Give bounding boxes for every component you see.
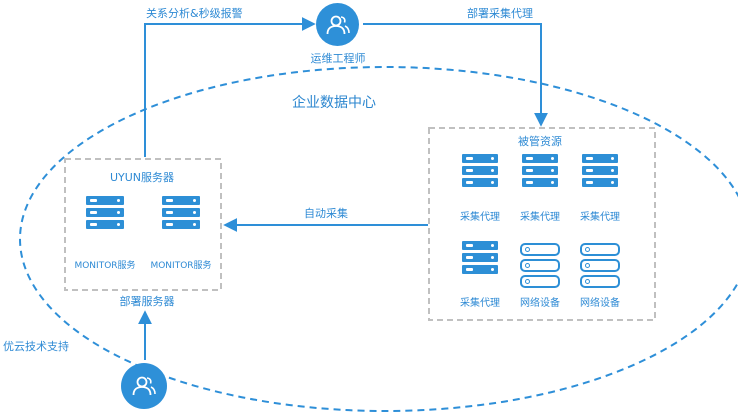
auto-collect-label: 自动采集 bbox=[304, 207, 348, 220]
uyun-server-box bbox=[64, 158, 222, 291]
monitor-service-label-1: MONITOR服务 bbox=[74, 261, 136, 271]
server-icon bbox=[462, 241, 498, 274]
network-device-icon bbox=[520, 243, 560, 288]
enterprise-dc-label: 企业数据中心 bbox=[292, 95, 376, 111]
network-device-icon bbox=[580, 243, 620, 288]
server-icon bbox=[582, 154, 618, 187]
deploy-agent-label: 部署采集代理 bbox=[467, 7, 533, 20]
analysis-alert-label: 关系分析&秒级报警 bbox=[146, 7, 243, 20]
users-icon bbox=[132, 376, 156, 396]
managed-resources-box bbox=[428, 127, 656, 321]
users-icon bbox=[326, 15, 350, 34]
uyun-server-title: UYUN服务器 bbox=[109, 171, 175, 184]
resource-label-6: 网络设备 bbox=[580, 298, 620, 309]
support-label: 优云技术支持 bbox=[3, 340, 69, 353]
monitor-service-label-2: MONITOR服务 bbox=[150, 261, 212, 271]
managed-resources-title: 被管资源 bbox=[518, 135, 562, 148]
deploy-agent-arrow bbox=[363, 23, 548, 127]
resource-label-1: 采集代理 bbox=[460, 212, 500, 223]
deploy-server-label: 部署服务器 bbox=[119, 295, 175, 308]
enterprise-dc-ellipse bbox=[19, 66, 738, 412]
support-node bbox=[121, 363, 167, 409]
server-icon bbox=[462, 154, 498, 187]
operations-engineer-label: 运维工程师 bbox=[310, 52, 366, 65]
analysis-alert-arrow bbox=[144, 17, 316, 157]
operations-engineer-node bbox=[316, 3, 359, 46]
resource-label-3: 采集代理 bbox=[580, 212, 620, 223]
resource-label-2: 采集代理 bbox=[520, 212, 560, 223]
server-icon bbox=[522, 154, 558, 187]
resource-label-5: 网络设备 bbox=[520, 298, 560, 309]
resource-label-4: 采集代理 bbox=[460, 298, 500, 309]
server-icon bbox=[162, 196, 200, 229]
server-icon bbox=[86, 196, 124, 229]
